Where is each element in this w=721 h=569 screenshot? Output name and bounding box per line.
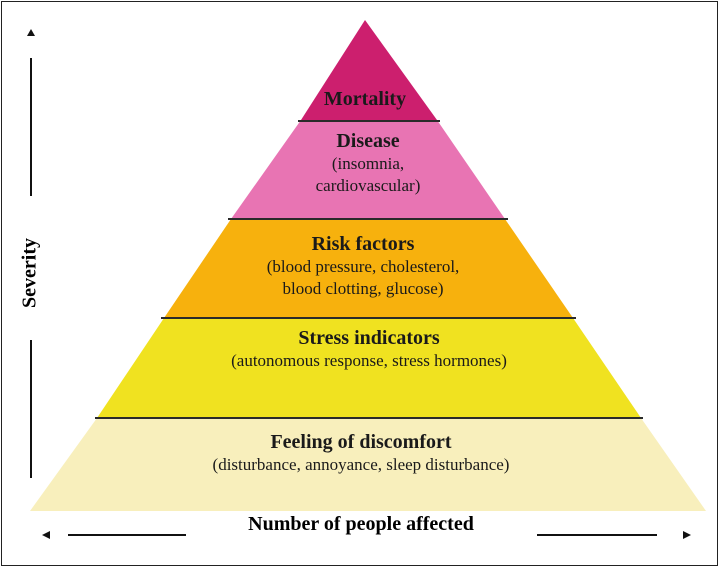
x-axis-right-arrowhead: [683, 531, 691, 539]
level-detail: (autonomous response, stress hormones): [231, 351, 507, 370]
level-label-risk-factors: Risk factors (blood pressure, cholestero…: [267, 233, 460, 300]
level-detail: cardiovascular): [315, 176, 421, 195]
level-label-feeling-of-discomfort: Feeling of discomfort (disturbance, anno…: [213, 431, 510, 476]
level-title: Disease: [336, 130, 400, 152]
x-axis-left-arrowhead: [42, 531, 50, 539]
level-detail: (disturbance, annoyance, sleep disturban…: [212, 455, 510, 474]
layer-risk-factors: [164, 219, 573, 318]
severity-arrowhead: [27, 29, 35, 36]
level-title: Risk factors: [311, 233, 415, 255]
level-label-disease: Disease (insomnia, cardiovascular): [316, 130, 421, 197]
level-label-stress-indicators: Stress indicators (autonomous response, …: [231, 327, 507, 372]
layer-feeling-of-discomfort: [30, 418, 706, 511]
layer-stress-indicators: [97, 318, 641, 418]
level-detail: (blood pressure, cholesterol,: [266, 257, 460, 276]
level-detail: blood clotting, glucose): [282, 279, 444, 298]
level-label-mortality: Mortality: [324, 88, 406, 111]
layer-mortality: [301, 20, 437, 120]
level-detail: (insomnia,: [331, 154, 405, 173]
level-title: Feeling of discomfort: [270, 431, 452, 453]
severity-axis-label: Severity: [18, 238, 41, 308]
layer-disease: [231, 120, 505, 219]
level-title: Mortality: [323, 88, 407, 110]
people-affected-axis-label: Number of people affected: [248, 513, 474, 535]
level-title: Stress indicators: [298, 327, 440, 349]
